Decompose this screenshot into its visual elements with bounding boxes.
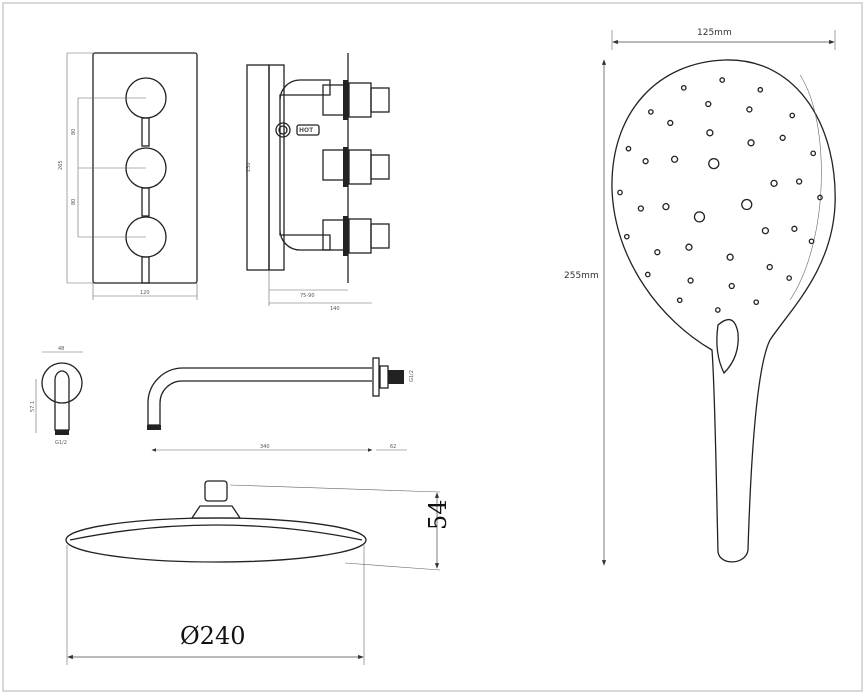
nozzle [706,129,714,137]
nozzle [685,243,693,251]
nozzle [637,205,645,212]
spray-nozzles [617,77,823,313]
nozzle [808,238,815,245]
nozzle [810,150,817,157]
nozzle [747,139,755,147]
nozzle [741,198,753,211]
dim-depth: 140 [330,306,340,312]
dim-arm-thread: G1/2 [409,370,415,382]
nozzle [670,155,679,163]
valve-side-view [246,53,390,306]
dim-valve-height: 265 [58,160,64,170]
nozzle [714,307,721,313]
shower-arm [147,357,407,452]
nozzle [676,297,683,304]
dim-hand-height: 255mm [564,271,599,281]
nozzle [705,100,712,108]
nozzle [625,145,632,152]
hand-shower [601,30,836,566]
dim-arm-flange: 62 [390,444,396,450]
nozzle [789,112,796,119]
dim-elbow-thread: G1/2 [55,440,67,446]
nozzle [719,77,726,83]
nozzle [726,253,734,261]
hot-label: HOT [299,127,314,134]
nozzle [644,271,651,278]
nozzle [757,86,764,93]
wall-elbow [35,351,83,435]
dim-elbow-width: 48 [58,346,64,352]
dim-valve-width: 120 [140,290,150,296]
nozzle [708,157,720,170]
nozzle [761,227,770,235]
dim-hand-width: 125mm [697,28,732,38]
nozzle [766,263,773,271]
dim-spacing-bottom: 80 [71,199,77,205]
dim-elbow-height: 57.1 [30,401,36,412]
dim-depth-range: 75-90 [300,293,315,299]
nozzle [770,179,778,187]
valve-front-view [66,52,198,300]
dim-spacing-top: 80 [71,129,77,135]
nozzle [817,194,823,201]
nozzle [623,233,630,240]
nozzle [693,211,706,223]
nozzle [687,277,694,284]
nozzle [648,109,654,115]
dim-arm-length: 340 [260,444,270,450]
nozzle [746,106,753,113]
dim-side-height: 230 [246,162,252,172]
nozzle [753,299,760,306]
nozzle [662,203,670,211]
nozzle [680,84,687,91]
nozzle [795,178,803,185]
nozzle [779,134,786,141]
nozzle [786,275,792,281]
nozzle [617,189,623,196]
rain-shower-head [65,480,441,665]
dim-rain-diameter: Ø240 [180,622,245,650]
nozzle [667,119,674,127]
nozzle [654,249,661,256]
nozzle [791,225,798,232]
dim-rain-height: 54 [424,499,452,530]
nozzle [642,158,649,165]
nozzle [728,282,735,290]
